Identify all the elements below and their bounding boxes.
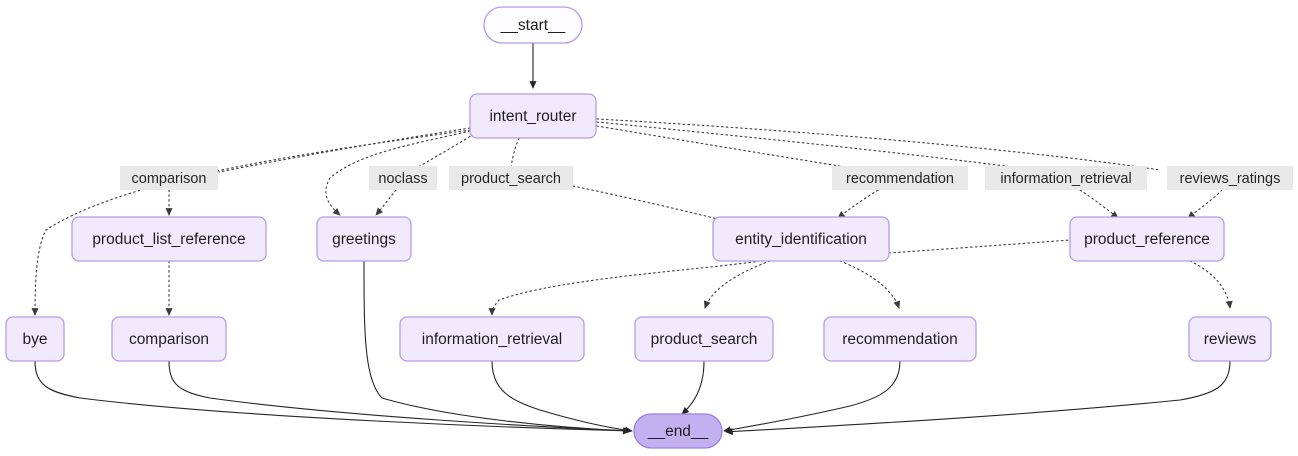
edge-recommendation-to-end <box>723 360 901 434</box>
edge-label-comparison: comparison <box>120 166 218 190</box>
edge-label-text: product_search <box>461 171 561 187</box>
edge-product_reference-to-reviews <box>1189 260 1233 309</box>
node-entity_identification[interactable]: entity_identification <box>712 216 890 262</box>
edge-recommendation-label-to-entity <box>837 189 879 219</box>
node-label: information_retrieval <box>422 331 562 348</box>
edge-label-reviews_ratings: reviews_ratings <box>1167 166 1293 190</box>
edge-noclass-label-to-greetings <box>375 189 397 216</box>
node-bye[interactable]: bye <box>5 316 65 362</box>
edge-intent_router-to-recommendation-label <box>596 125 871 172</box>
edge-product_search-label-to-entity <box>572 185 731 224</box>
edge-label-recommendation: recommendation <box>832 166 968 190</box>
edge-label-background <box>369 166 437 190</box>
node-shape[interactable] <box>1069 216 1225 262</box>
node-intent_router[interactable]: intent_router <box>469 93 597 139</box>
edge-comparison-to-end <box>168 360 631 435</box>
edge-info_retrieval-label-to-product_ref <box>1079 189 1119 219</box>
edge-intent_router-to-reviews_ratings-label <box>596 118 1161 171</box>
edge-intent_router-to-product_search-label <box>510 137 520 169</box>
node-shape[interactable] <box>634 316 774 362</box>
edge-label-background <box>1167 166 1293 190</box>
edge-entity_identification-to-product_search <box>703 260 771 309</box>
node-product_search_node[interactable]: product_search <box>634 316 774 362</box>
edge-label-text: recommendation <box>846 171 954 187</box>
node-start[interactable]: __start__ <box>483 6 583 44</box>
node-shape[interactable] <box>111 316 227 362</box>
edge-label-information_retrieval: information_retrieval <box>985 166 1147 190</box>
edge-label-background <box>449 166 573 190</box>
node-greetings[interactable]: greetings <box>316 216 412 262</box>
node-shape[interactable] <box>1188 316 1272 362</box>
edge-reviews-to-end <box>725 360 1231 436</box>
edge-entity_identification-to-info_retrieval <box>488 260 761 316</box>
edge-intent_router-to-greetings-a <box>325 130 471 216</box>
edge-label-product_search: product_search <box>449 166 573 190</box>
edge-labels-layer: comparison noclass product_search recommend… <box>120 166 1293 190</box>
node-label: reviews <box>1204 331 1257 348</box>
node-shape[interactable] <box>633 413 723 449</box>
edge-label-background <box>985 166 1147 190</box>
node-shape[interactable] <box>71 216 267 262</box>
node-label: entity_identification <box>735 231 867 248</box>
edge-reviews_ratings-label-to-product_ref <box>1187 189 1223 219</box>
node-label: recommendation <box>842 331 957 348</box>
node-label: product_reference <box>1084 231 1210 248</box>
node-shape[interactable] <box>823 316 977 362</box>
node-label: __start__ <box>500 17 566 34</box>
edge-bye-to-end <box>34 360 631 435</box>
node-shape[interactable] <box>712 216 890 262</box>
node-product_list_reference[interactable]: product_list_reference <box>71 216 267 262</box>
edge-greetings-to-end <box>363 260 631 435</box>
node-label: __end__ <box>647 423 709 440</box>
edge-information_retrieval-to-end <box>491 360 633 434</box>
edge-label-text: comparison <box>132 171 207 187</box>
node-label: product_list_reference <box>92 231 245 248</box>
node-shape[interactable] <box>483 6 583 44</box>
edge-label-background <box>120 166 218 190</box>
node-shape[interactable] <box>469 93 597 139</box>
node-shape[interactable] <box>5 316 65 362</box>
node-information_retrieval[interactable]: information_retrieval <box>399 316 585 362</box>
node-label: product_search <box>651 331 758 348</box>
nodes-layer: __start__ intent_router product_list_refer… <box>5 6 1272 449</box>
edge-intent_router-to-noclass-label <box>412 133 475 171</box>
edge-entity_identification-to-recommendation <box>839 260 901 309</box>
node-recommendation_node[interactable]: recommendation <box>823 316 977 362</box>
edge-product_search-to-end <box>681 360 705 415</box>
node-label: intent_router <box>489 108 576 125</box>
edge-entity_identification-to-product_ref <box>888 239 1071 254</box>
node-shape[interactable] <box>316 216 412 262</box>
edge-label-text: reviews_ratings <box>1180 171 1281 187</box>
node-label: comparison <box>129 331 209 348</box>
node-end[interactable]: __end__ <box>633 413 723 449</box>
edge-label-background <box>832 166 968 190</box>
node-shape[interactable] <box>399 316 585 362</box>
edge-label-text: information_retrieval <box>1000 171 1131 187</box>
node-comparison_node[interactable]: comparison <box>111 316 227 362</box>
node-reviews[interactable]: reviews <box>1188 316 1272 362</box>
node-label: greetings <box>332 231 396 248</box>
edge-label-text: noclass <box>378 171 427 187</box>
edge-intent_router-to-comparison-label <box>218 127 471 173</box>
node-product_reference[interactable]: product_reference <box>1069 216 1225 262</box>
edge-label-noclass: noclass <box>369 166 437 190</box>
node-label: bye <box>23 331 48 348</box>
edge-intent_router-to-info_retrieval-label <box>596 121 1021 169</box>
